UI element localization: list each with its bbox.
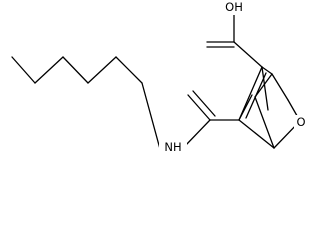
molecule-diagram: OH O NH — [11, 0, 308, 155]
hydroxyl-label-mask — [219, 0, 249, 15]
ring-oxygen-label-mask — [294, 115, 308, 129]
atom-labels: OH O NH — [159, 0, 308, 155]
bond-hexyl-2 — [34, 56, 64, 84]
bond-ring-double-1 — [238, 66, 263, 121]
bond-amide-co-1 — [187, 94, 211, 121]
amide-nitrogen-label-mask — [159, 139, 187, 155]
bond-amide-co-2 — [192, 90, 216, 117]
bond-ring-top-2 — [271, 73, 289, 101]
bond-nh-carbonyl — [184, 119, 211, 147]
bond-ring-bridge-2 — [254, 96, 275, 149]
amide-nitrogen-label: NH — [164, 140, 181, 154]
hexyl-chain — [11, 56, 161, 150]
bond-hexyl-3 — [62, 56, 89, 84]
oxabicyclic-ring — [238, 66, 301, 149]
amide-group — [184, 90, 240, 147]
bond-ring-bridge-1 — [254, 73, 273, 98]
bond-hexyl-1 — [11, 56, 36, 84]
bond-hexyl-5 — [115, 56, 143, 84]
bond-ring-bottom — [238, 119, 275, 149]
bond-hexyl-4 — [87, 56, 117, 84]
bond-ring-front-1 — [238, 94, 253, 121]
bond-ring-top — [261, 66, 273, 75]
structure-canvas: OH O NH — [11, 0, 308, 155]
bond-acid-ring — [233, 41, 263, 68]
bond-ring-front-2 — [261, 66, 269, 111]
hydroxyl-label: OH — [225, 0, 243, 14]
ring-oxygen-label: O — [296, 115, 305, 129]
bond-hexyl-6 — [141, 82, 161, 150]
carboxyl-group — [206, 14, 263, 68]
